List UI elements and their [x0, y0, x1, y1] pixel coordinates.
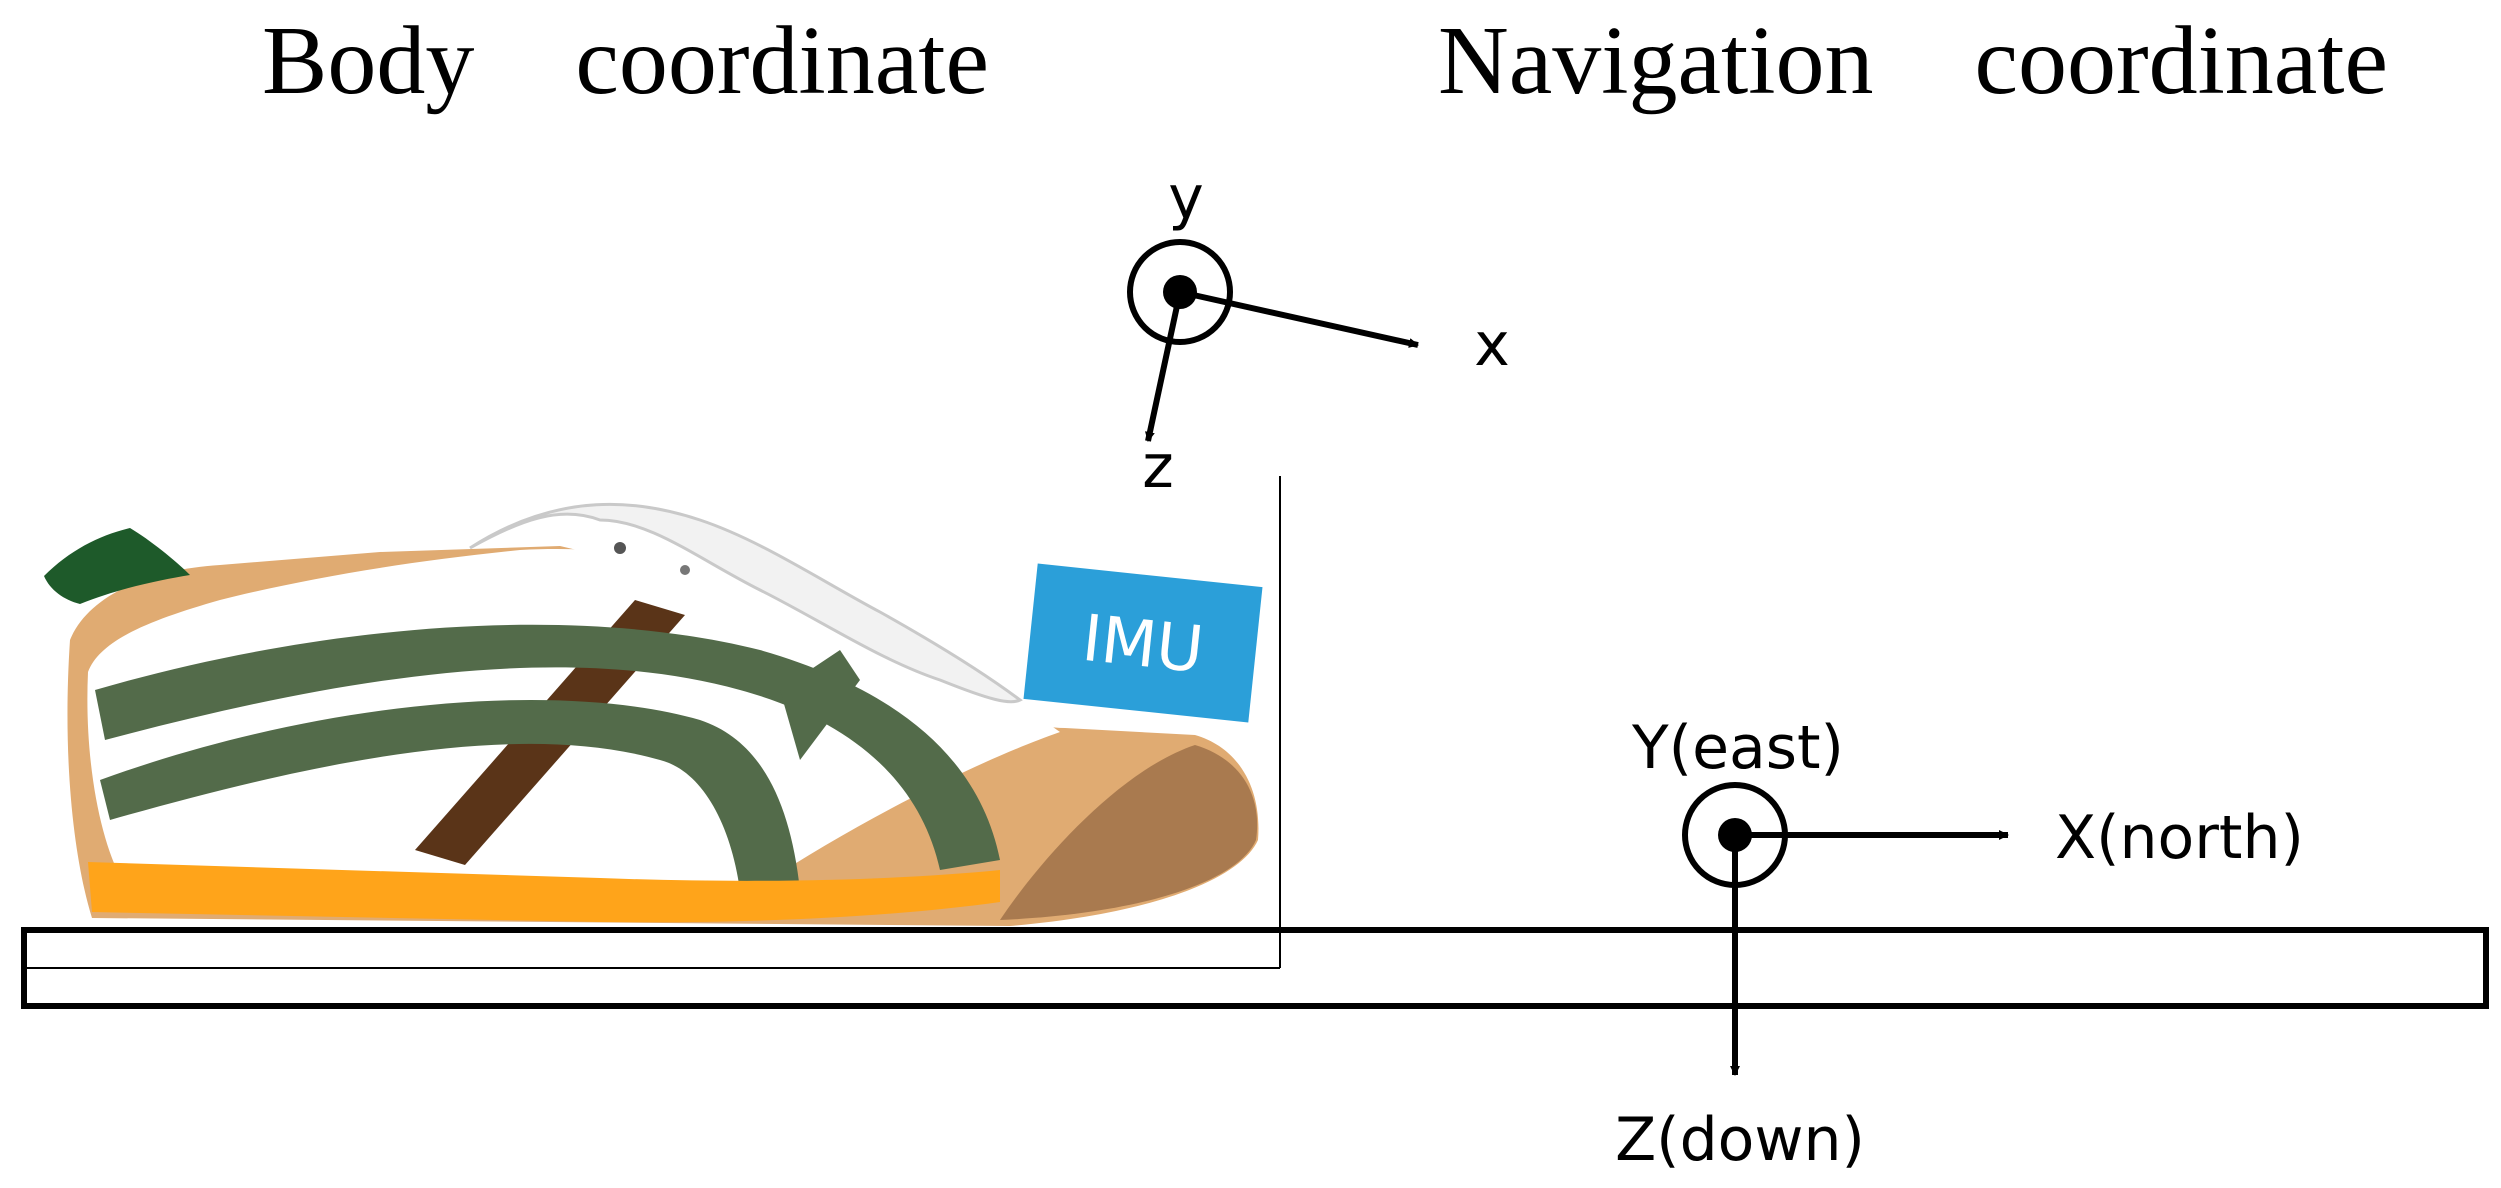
body-y-axis-dot	[1163, 275, 1197, 309]
body-x-axis-arrow	[1179, 289, 1419, 348]
shoe-toe-cap	[1000, 745, 1258, 920]
body-coordinate-title: Body coordinate	[262, 7, 989, 115]
body-z-axis-arrow	[1145, 291, 1183, 442]
shoe-illustration	[44, 502, 1259, 926]
shoe-stripe-lower	[100, 700, 800, 890]
body-x-label: x	[1474, 310, 1510, 380]
navigation-coordinate-title: Navigation coordinate	[1438, 7, 2389, 115]
shoe-stripe-upper	[95, 624, 1000, 870]
shoe-heel-tab	[44, 528, 190, 604]
body-y-label: y	[1168, 163, 1204, 233]
lace-eyelet	[680, 565, 690, 575]
body-y-axis-circle-dot-icon	[1127, 239, 1233, 345]
imu-block	[1023, 563, 1263, 723]
imu-sensor: IMU	[1023, 563, 1263, 723]
nav-z-label: Z(down)	[1615, 1105, 1865, 1175]
lace-eyelet	[614, 542, 626, 554]
nav-x-label: X(north)	[2055, 803, 2304, 873]
nav-y-axis-dot	[1718, 818, 1752, 852]
shoe-sole	[88, 862, 1000, 923]
body-frame-axes: y x z	[1127, 163, 1510, 502]
body-z-label: z	[1142, 432, 1174, 502]
nav-y-label: Y(east)	[1631, 713, 1844, 783]
shoe-stripe-connector	[780, 650, 860, 760]
nav-y-axis-circle-dot-icon	[1682, 782, 1788, 888]
navigation-frame-axes: Y(east) X(north) Z(down)	[1615, 713, 2304, 1175]
shoe-laces	[469, 502, 1023, 704]
imu-label: IMU	[1079, 602, 1207, 688]
